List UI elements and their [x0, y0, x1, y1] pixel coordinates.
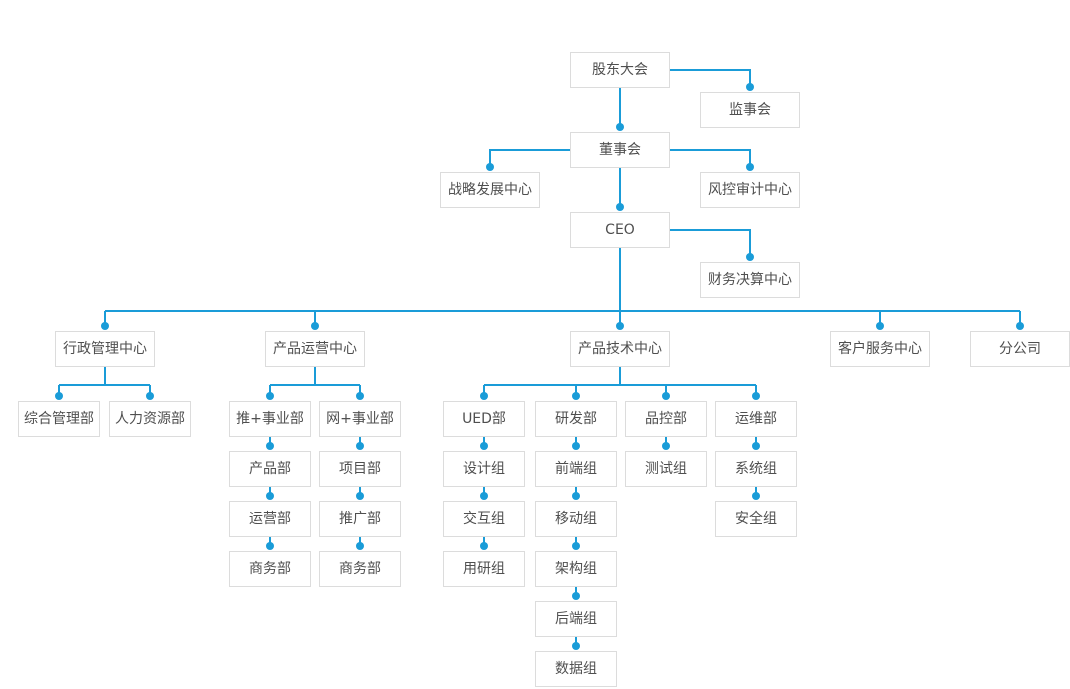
- node-strategy-development-center: 战略发展中心: [440, 172, 540, 208]
- node-tui-plus-division: 推+事业部: [229, 401, 311, 437]
- node-promotion-dept: 推广部: [319, 501, 401, 537]
- node-business-dept-wang: 商务部: [319, 551, 401, 587]
- node-user-research-group: 用研组: [443, 551, 525, 587]
- node-project-dept: 项目部: [319, 451, 401, 487]
- connector-dots: [55, 83, 1024, 650]
- node-branch-company: 分公司: [970, 331, 1070, 367]
- node-admin-management-center: 行政管理中心: [55, 331, 155, 367]
- node-product-dept: 产品部: [229, 451, 311, 487]
- node-financial-settlement-center: 财务决算中心: [700, 262, 800, 298]
- node-testing-group: 测试组: [625, 451, 707, 487]
- node-general-management-dept: 综合管理部: [18, 401, 100, 437]
- node-operation-maintenance-dept: 运维部: [715, 401, 797, 437]
- node-security-group: 安全组: [715, 501, 797, 537]
- node-shareholders-meeting: 股东大会: [570, 52, 670, 88]
- node-architecture-group: 架构组: [535, 551, 617, 587]
- node-mobile-group: 移动组: [535, 501, 617, 537]
- node-business-dept-tui: 商务部: [229, 551, 311, 587]
- node-supervisory-board: 监事会: [700, 92, 800, 128]
- node-product-operation-center: 产品运营中心: [265, 331, 365, 367]
- node-customer-service-center: 客户服务中心: [830, 331, 930, 367]
- node-operation-dept: 运营部: [229, 501, 311, 537]
- node-backend-group: 后端组: [535, 601, 617, 637]
- node-frontend-group: 前端组: [535, 451, 617, 487]
- node-human-resources-dept: 人力资源部: [109, 401, 191, 437]
- node-product-technology-center: 产品技术中心: [570, 331, 670, 367]
- node-data-group: 数据组: [535, 651, 617, 687]
- node-interaction-group: 交互组: [443, 501, 525, 537]
- node-risk-audit-center: 风控审计中心: [700, 172, 800, 208]
- connector-line-paths: [58, 69, 1021, 646]
- node-board-of-directors: 董事会: [570, 132, 670, 168]
- node-wang-plus-division: 网+事业部: [319, 401, 401, 437]
- node-quality-control-dept: 品控部: [625, 401, 707, 437]
- node-ceo: CEO: [570, 212, 670, 248]
- node-ued-dept: UED部: [443, 401, 525, 437]
- node-design-group: 设计组: [443, 451, 525, 487]
- node-rd-dept: 研发部: [535, 401, 617, 437]
- node-system-group: 系统组: [715, 451, 797, 487]
